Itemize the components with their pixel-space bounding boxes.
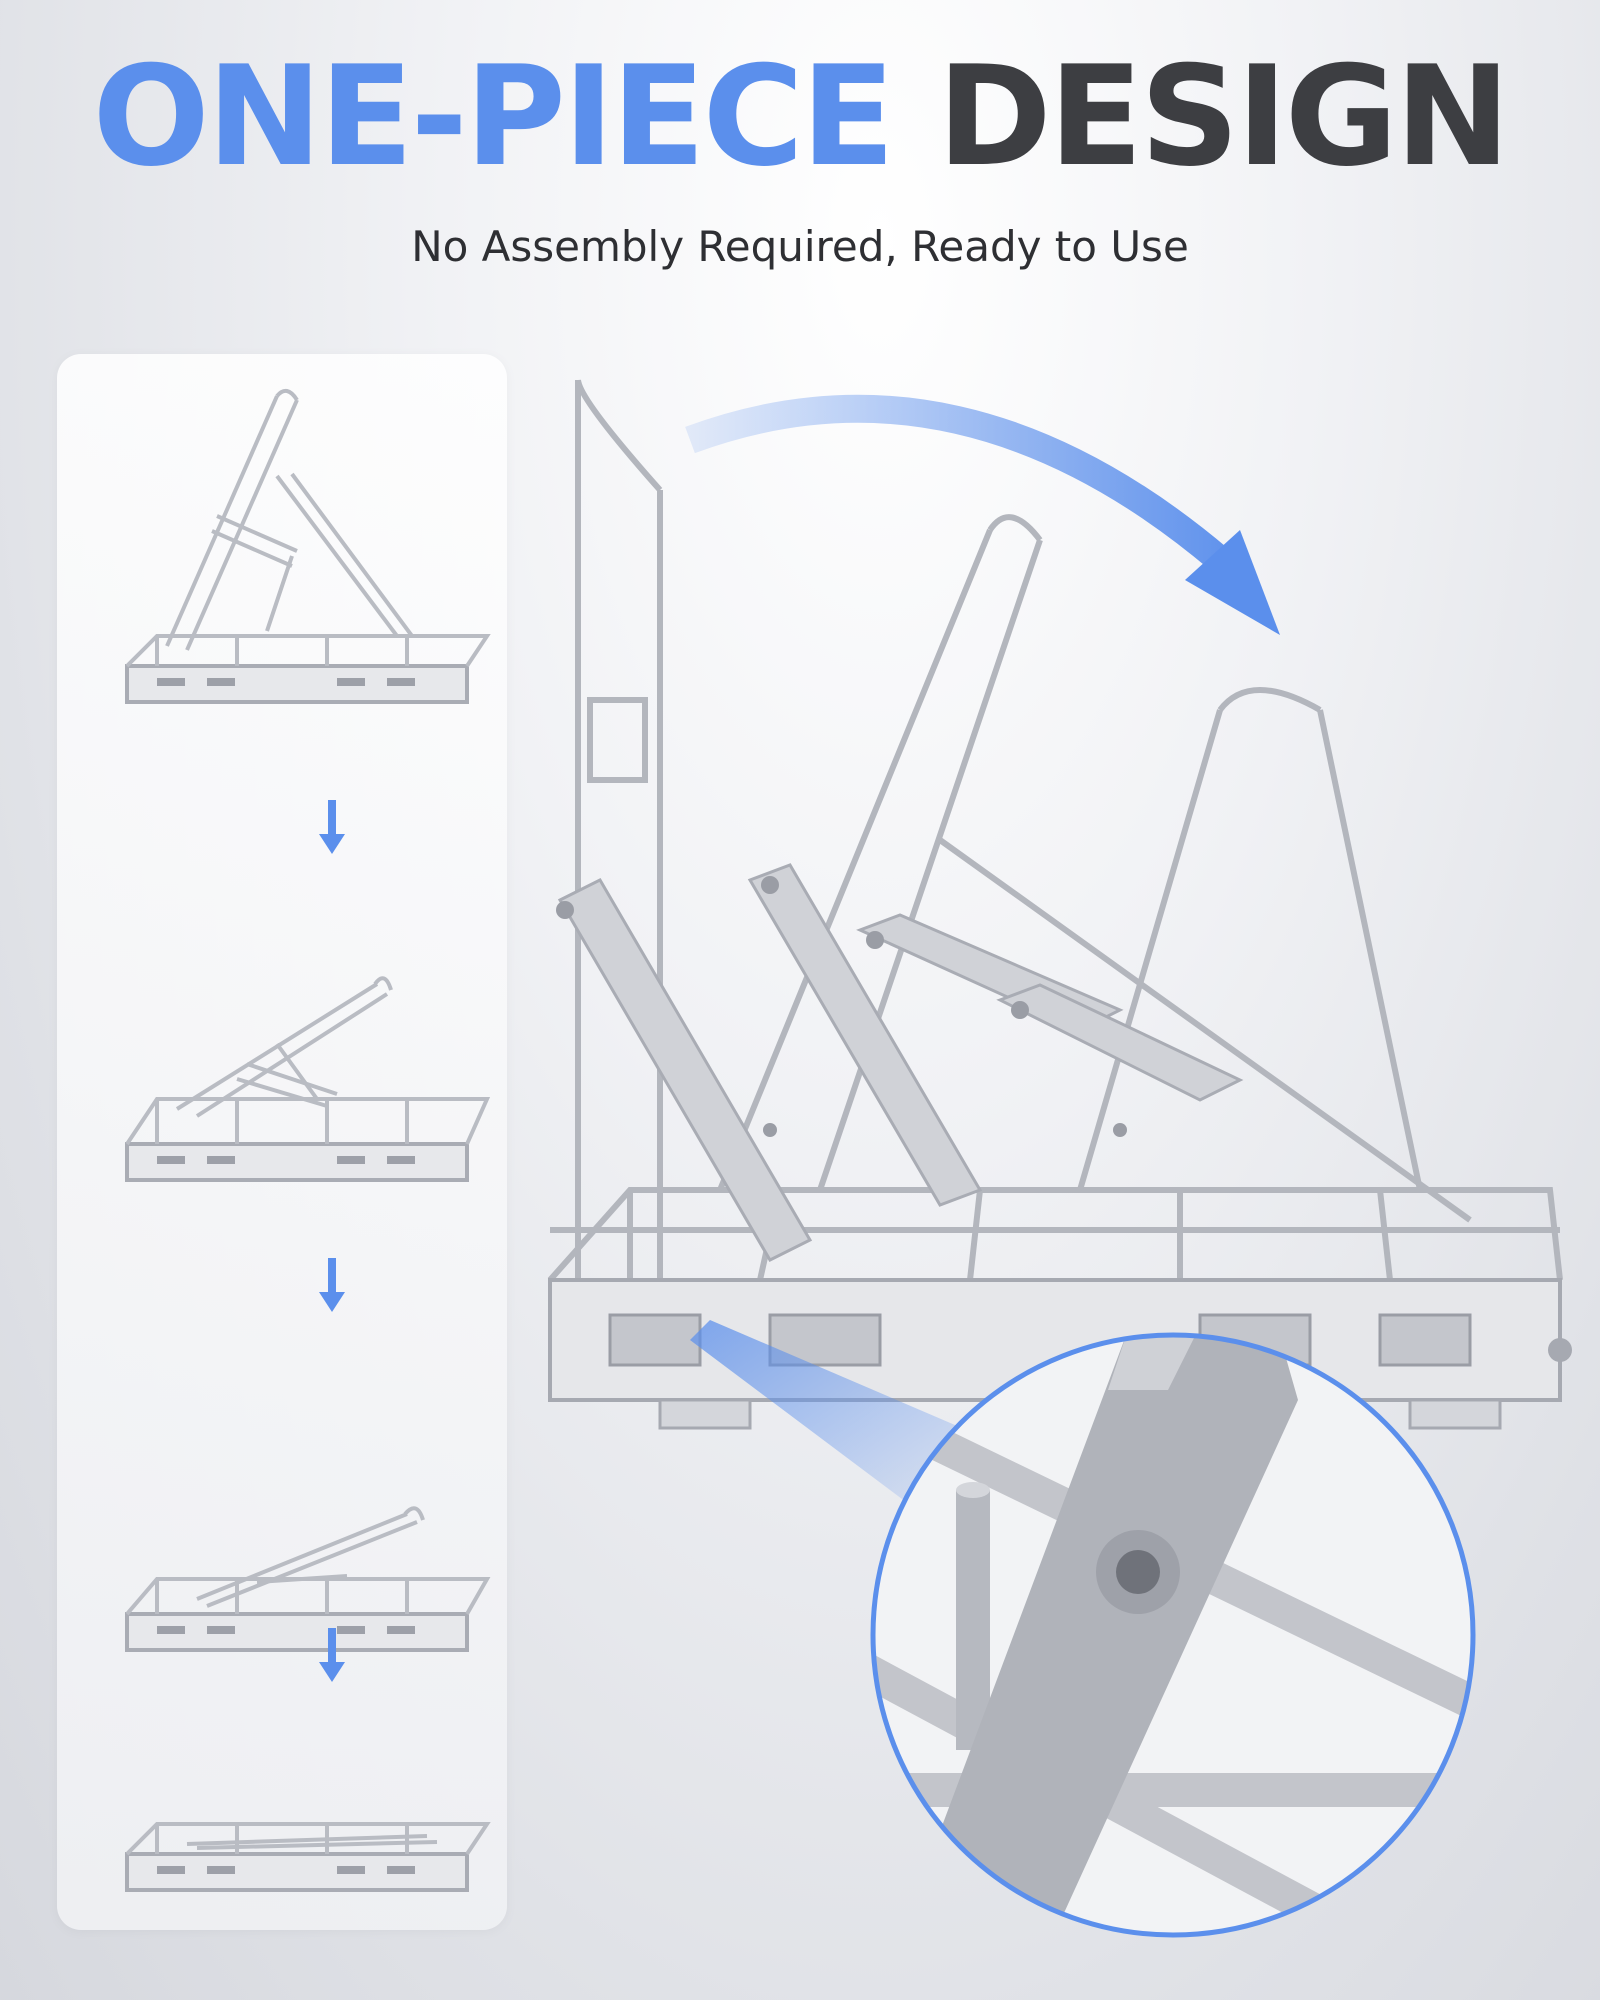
main-rack-illustration	[547, 379, 1572, 1430]
arrow-down-icon	[319, 1628, 345, 1682]
zoom-detail-circle	[870, 1332, 1476, 1938]
curved-arrow-icon	[685, 394, 1280, 635]
subheadline: No Assembly Required, Ready to Use	[411, 222, 1189, 271]
step-4-illustration	[125, 1822, 491, 1892]
step-1-illustration	[125, 388, 491, 704]
headline-accent: ONE-PIECE	[92, 36, 895, 197]
arrow-down-icon	[319, 800, 345, 854]
zoom-beam	[690, 1320, 990, 1520]
step-3-illustration	[125, 1506, 491, 1652]
headline-dark: DESIGN	[937, 36, 1510, 197]
step-2-illustration	[125, 976, 491, 1182]
arrow-down-icon	[319, 1258, 345, 1312]
steps-panel	[57, 354, 507, 1930]
headline: ONE-PIECE DESIGN	[0, 48, 1600, 186]
